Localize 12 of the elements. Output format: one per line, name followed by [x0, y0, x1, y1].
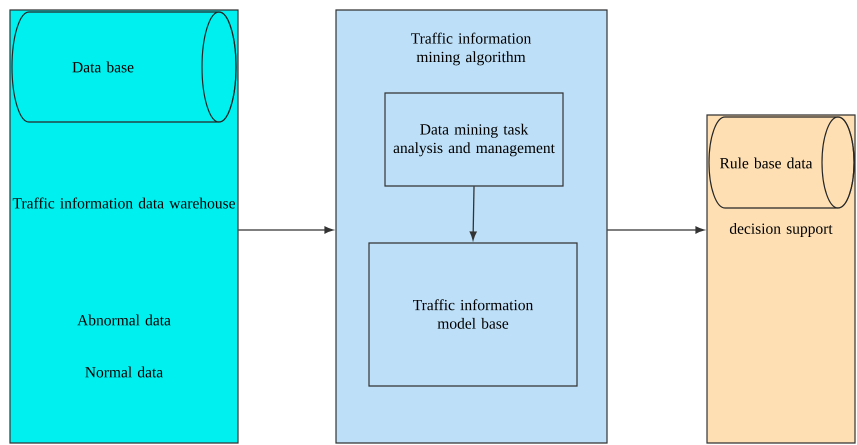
- arrow: [608, 226, 704, 234]
- arrow: [238, 226, 334, 234]
- process-box: Data mining task analysis and management: [384, 92, 564, 187]
- arrow: [470, 186, 477, 240]
- database-cylinder: Rule base data: [708, 116, 855, 209]
- database-cylinder: Data base: [11, 11, 237, 123]
- panel-label: Abnormal data: [77, 314, 171, 326]
- panel-heading: decision support: [730, 222, 833, 238]
- panel-label: Normal data: [85, 366, 163, 378]
- panel-heading: Traffic information mining algorithm: [411, 32, 532, 66]
- panel-heading: Traffic information data warehouse: [12, 197, 235, 209]
- process-box: Traffic information model base: [368, 242, 578, 387]
